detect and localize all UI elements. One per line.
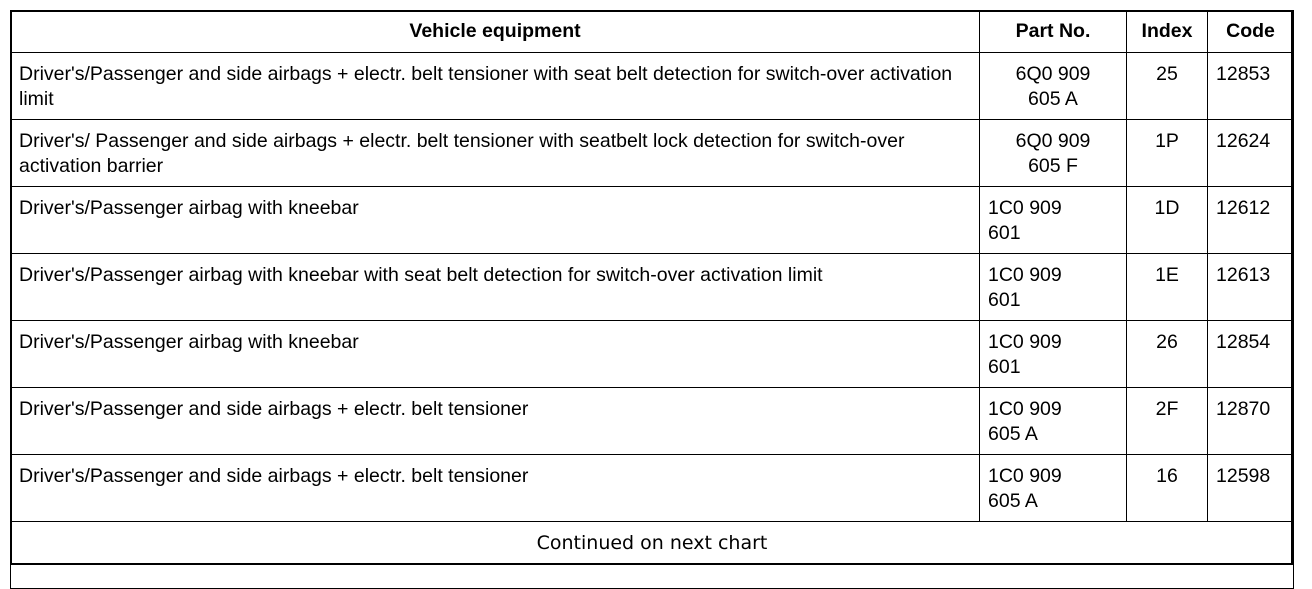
index-cell: 2F [1126, 387, 1208, 455]
table-row: Driver's/ Passenger and side airbags + e… [10, 119, 1294, 187]
index-cell: 1E [1126, 253, 1208, 321]
header-part-no: Part No. [979, 10, 1127, 53]
part-no-line2: 605 A [1028, 88, 1078, 110]
table-row: Driver's/Passenger airbag with kneebar 1… [10, 186, 1294, 254]
code-cell: 12624 [1207, 119, 1294, 187]
part-no-line2: 605 A [988, 490, 1038, 512]
equipment-cell: Driver's/Passenger airbag with kneebar w… [10, 253, 980, 321]
code-cell: 12870 [1207, 387, 1294, 455]
index-cell: 26 [1126, 320, 1208, 388]
code-cell: 12612 [1207, 186, 1294, 254]
code-cell: 12854 [1207, 320, 1294, 388]
part-no-cell: 1C0 909 601 [979, 186, 1127, 254]
part-no-cell: 1C0 909 605 A [979, 454, 1127, 522]
part-no-line2: 601 [988, 356, 1021, 378]
part-no-cell: 1C0 909 601 [979, 320, 1127, 388]
part-no-line1: 1C0 909 [988, 398, 1062, 420]
table-header-row: Vehicle equipment Part No. Index Code [10, 10, 1294, 53]
header-code: Code [1207, 10, 1294, 53]
part-no-cell: 1C0 909 601 [979, 253, 1127, 321]
table-row: Driver's/Passenger and side airbags + el… [10, 454, 1294, 522]
index-cell: 1P [1126, 119, 1208, 187]
continued-note: Continued on next chart [10, 521, 1294, 589]
code-cell: 12853 [1207, 52, 1294, 120]
table-row: Driver's/Passenger airbag with kneebar w… [10, 253, 1294, 321]
part-no-cell: 6Q0 909 605 A [979, 52, 1127, 120]
equipment-cell: Driver's/Passenger and side airbags + el… [10, 387, 980, 455]
equipment-cell: Driver's/Passenger airbag with kneebar [10, 320, 980, 388]
part-no-line2: 601 [988, 289, 1021, 311]
equipment-cell: Driver's/ Passenger and side airbags + e… [10, 119, 980, 187]
part-no-line1: 1C0 909 [988, 331, 1062, 353]
part-no-line2: 601 [988, 222, 1021, 244]
header-index: Index [1126, 10, 1208, 53]
index-cell: 16 [1126, 454, 1208, 522]
part-no-line1: 1C0 909 [988, 264, 1062, 286]
part-no-line1: 1C0 909 [988, 197, 1062, 219]
equipment-cell: Driver's/Passenger and side airbags + el… [10, 454, 980, 522]
code-cell: 12598 [1207, 454, 1294, 522]
equipment-cell: Driver's/Passenger and side airbags + el… [10, 52, 980, 120]
part-no-cell: 6Q0 909 605 F [979, 119, 1127, 187]
part-no-cell: 1C0 909 605 A [979, 387, 1127, 455]
header-vehicle-equipment: Vehicle equipment [10, 10, 980, 53]
table-row: Driver's/Passenger and side airbags + el… [10, 387, 1294, 455]
part-no-line2: 605 F [1028, 155, 1078, 177]
index-cell: 25 [1126, 52, 1208, 120]
index-cell: 1D [1126, 186, 1208, 254]
part-no-line1: 6Q0 909 [1015, 63, 1091, 85]
table-row: Driver's/Passenger airbag with kneebar 1… [10, 320, 1294, 388]
vehicle-equipment-table: Vehicle equipment Part No. Index Code Dr… [10, 10, 1294, 589]
table-row: Driver's/Passenger and side airbags + el… [10, 52, 1294, 120]
code-cell: 12613 [1207, 253, 1294, 321]
part-no-line2: 605 A [988, 423, 1038, 445]
equipment-cell: Driver's/Passenger airbag with kneebar [10, 186, 980, 254]
part-no-line1: 1C0 909 [988, 465, 1062, 487]
table-footer-row: Continued on next chart [10, 521, 1294, 589]
part-no-line1: 6Q0 909 [1015, 130, 1091, 152]
